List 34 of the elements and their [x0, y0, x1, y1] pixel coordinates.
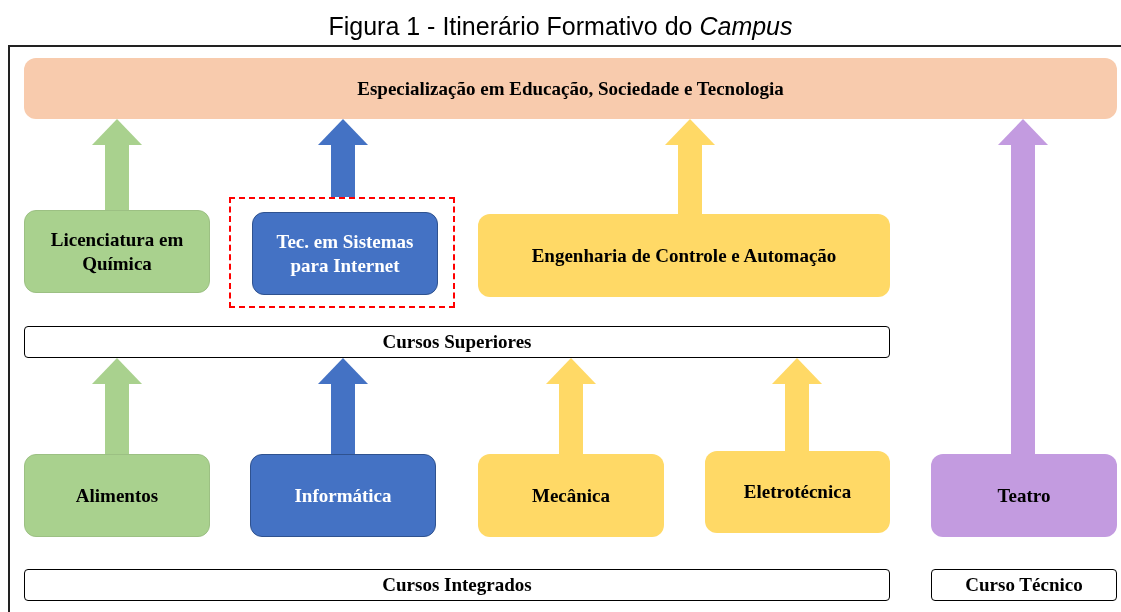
- course-box: [24, 454, 210, 537]
- course-label: Engenharia de Controle e Automação: [531, 243, 837, 268]
- block-arrow: [998, 119, 1048, 454]
- block-arrow: [92, 119, 142, 210]
- course-box: [931, 454, 1117, 537]
- course-label: Mecânica: [531, 483, 611, 508]
- course-label: Informática: [294, 483, 392, 508]
- course-box: [250, 454, 436, 537]
- category-bar: [24, 569, 890, 601]
- block-arrow: [318, 358, 368, 454]
- figure-title: Figura 1 - Itinerário Formativo do Campus: [327, 14, 794, 39]
- course-box: [478, 214, 890, 297]
- title-band: [24, 58, 1117, 119]
- category-bar: [931, 569, 1117, 601]
- course-label: Licenciatura em Química: [49, 227, 185, 276]
- course-box: [252, 212, 438, 295]
- course-label: Teatro: [997, 483, 1051, 508]
- highlight-frame: [229, 197, 455, 308]
- course-box: [24, 210, 210, 293]
- course-label: Cursos Superiores: [382, 330, 532, 354]
- course-box: [705, 451, 890, 533]
- category-bar: [24, 326, 890, 358]
- course-label: Alimentos: [75, 483, 159, 508]
- block-arrow: [92, 358, 142, 454]
- course-label: Curso Técnico: [965, 573, 1083, 597]
- course-label: Eletrotécnica: [743, 480, 852, 504]
- block-arrow: [546, 358, 596, 454]
- block-arrow: [772, 358, 822, 451]
- course-label: Especialização em Educação, Sociedade e Tecnologia: [357, 76, 784, 101]
- block-arrow: [665, 119, 715, 214]
- block-arrow: [318, 119, 368, 197]
- course-label: Tec. em Sistemas para Internet: [275, 229, 415, 278]
- course-label: Cursos Integrados: [382, 573, 532, 597]
- course-box: [478, 454, 664, 537]
